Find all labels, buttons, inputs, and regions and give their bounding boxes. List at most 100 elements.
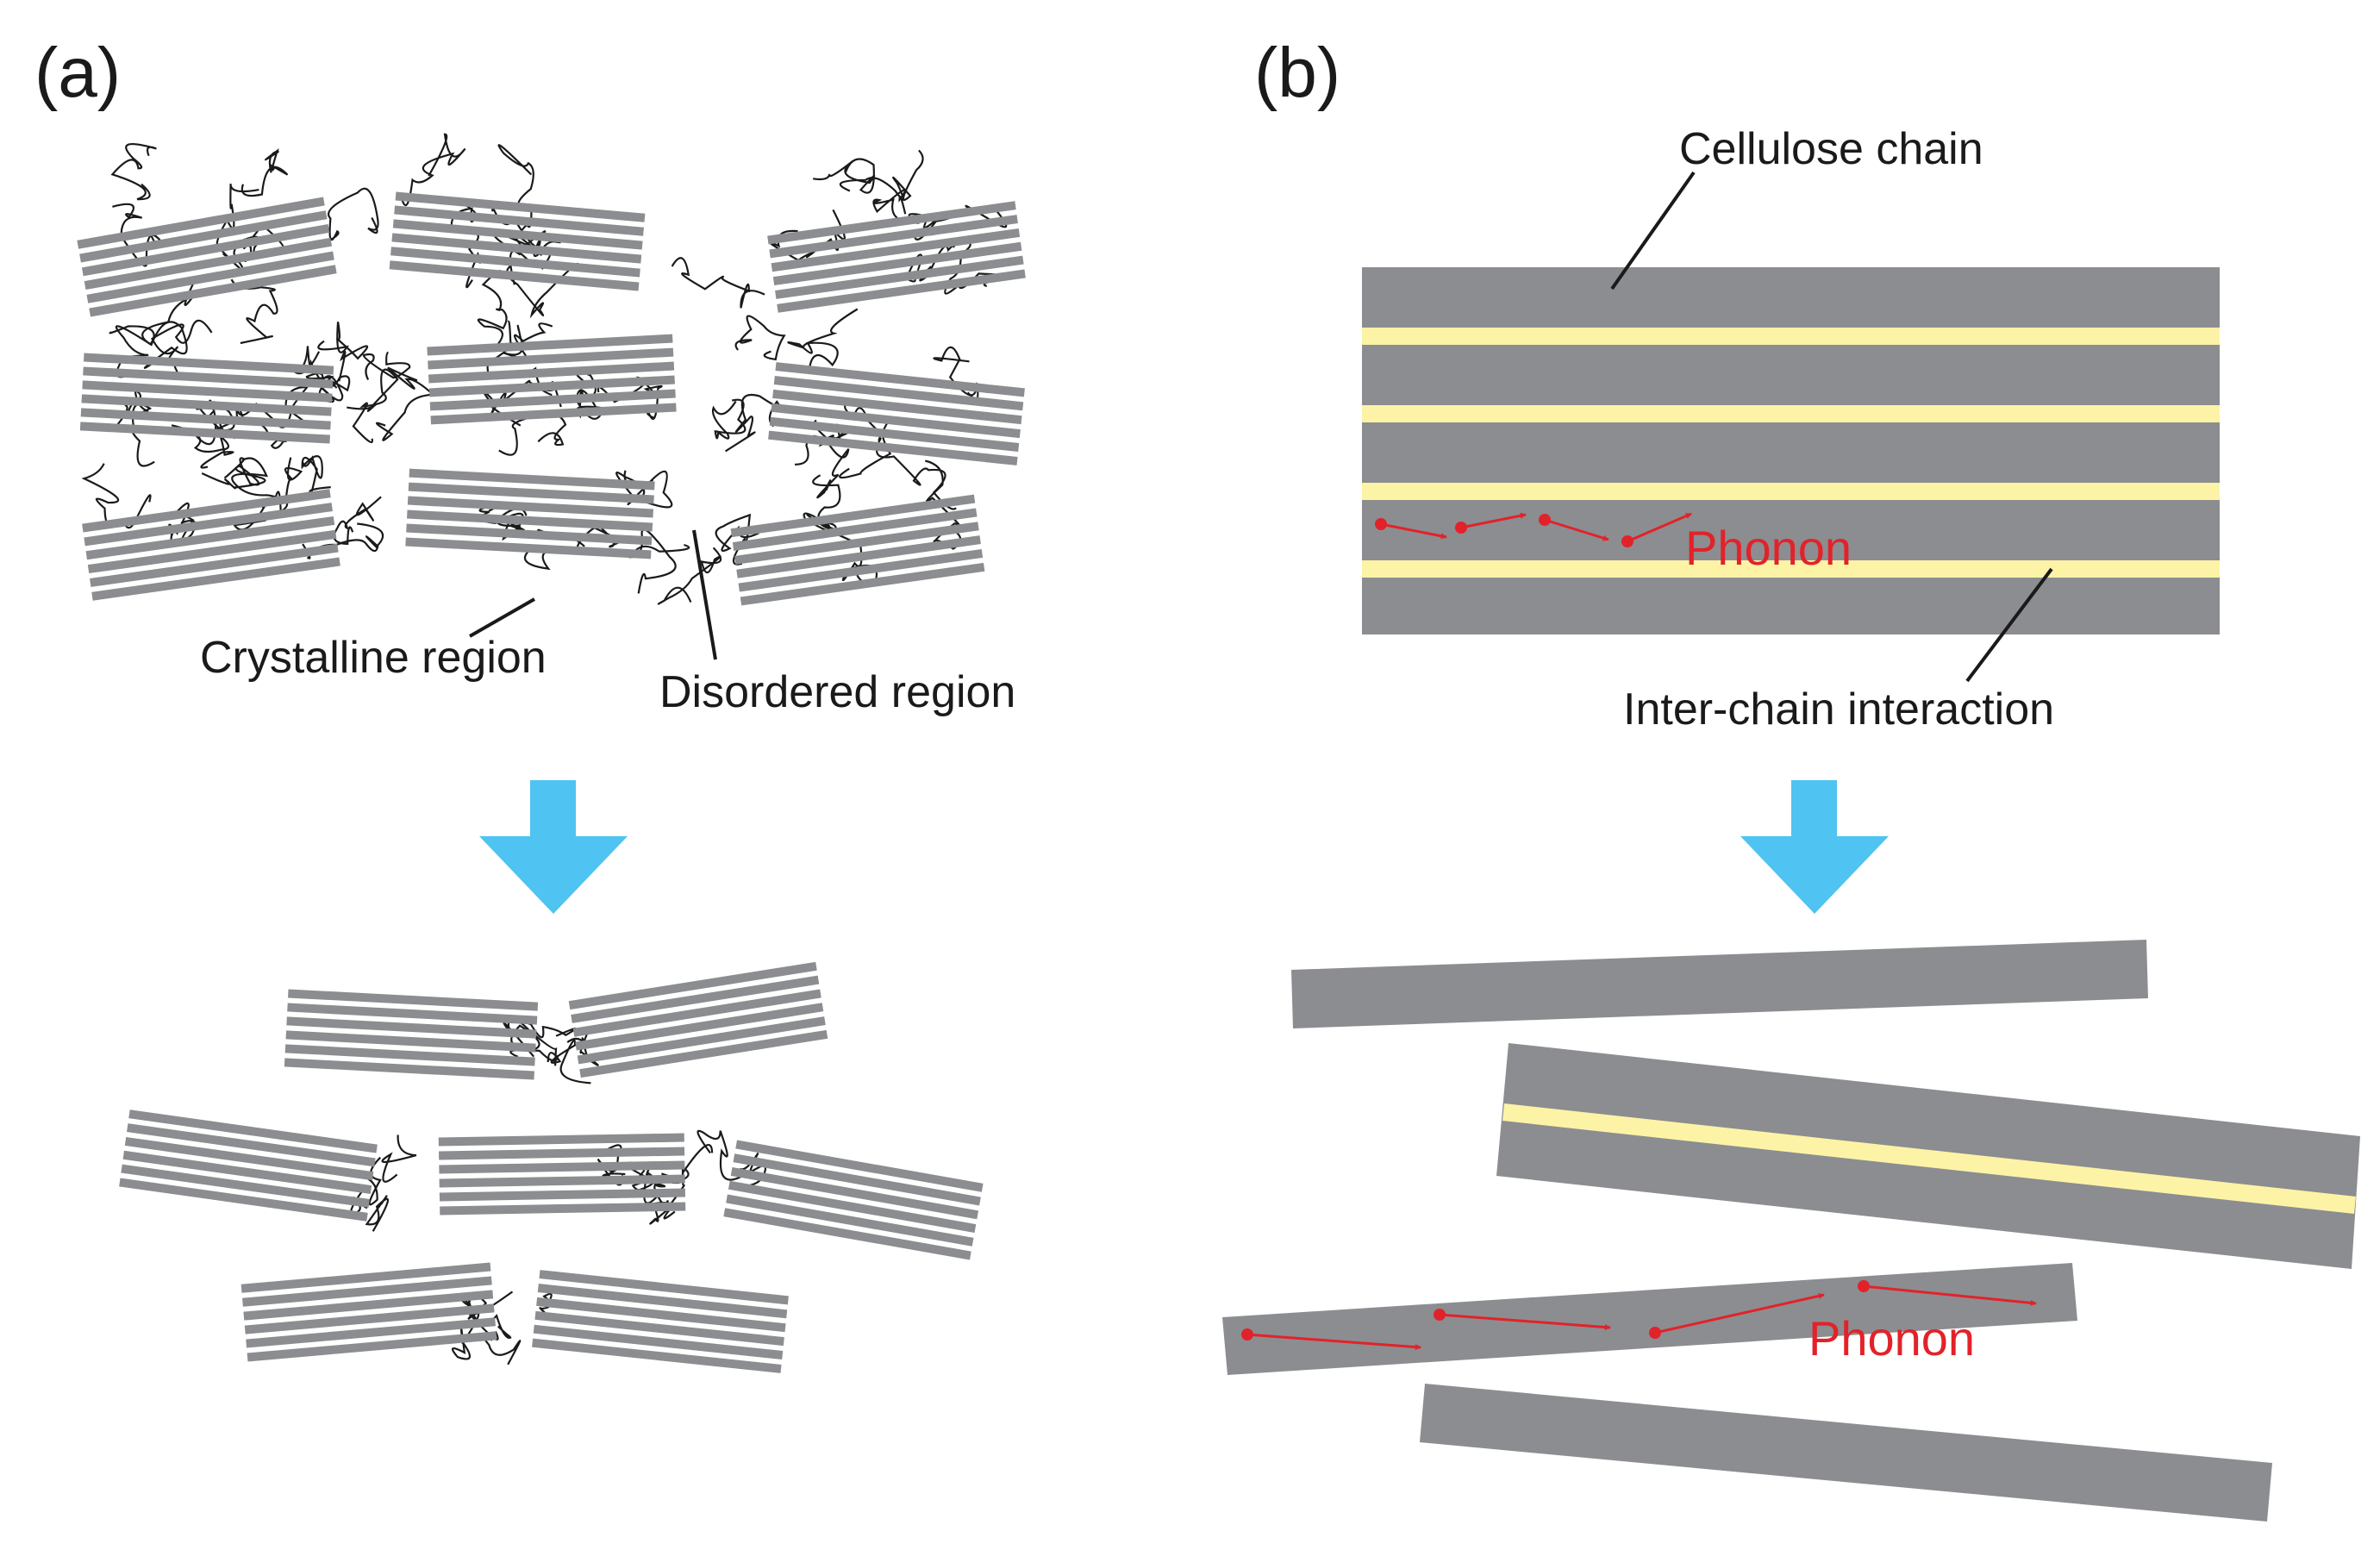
chain-line — [394, 205, 644, 236]
chain-line — [83, 366, 334, 389]
crystalline-stack — [405, 468, 655, 559]
crystalline-stack — [77, 197, 337, 317]
disordered-chain — [110, 143, 157, 201]
chain-line — [288, 989, 539, 1011]
chain-line — [439, 1160, 685, 1174]
chain-line — [772, 241, 1022, 286]
chain-line — [572, 989, 821, 1037]
chain-line — [287, 1003, 538, 1025]
chain-line — [244, 1303, 495, 1334]
chain-line — [395, 191, 646, 222]
chain-line — [85, 516, 335, 560]
disordered-chain — [498, 412, 567, 456]
crystalline-stacks — [77, 191, 1026, 606]
chain-line — [405, 537, 652, 559]
disordered-chain — [697, 1129, 742, 1181]
chain-line — [128, 1109, 378, 1153]
crystalline-stack — [730, 494, 985, 606]
chain-line — [730, 494, 976, 538]
disordered-chain — [365, 1195, 390, 1232]
chain-line — [439, 1188, 685, 1202]
chain-line — [439, 1147, 685, 1160]
disordered-chain — [201, 457, 266, 490]
crystalline-stack — [389, 191, 646, 291]
chain-line — [769, 416, 1020, 452]
chain-line — [734, 522, 979, 565]
inter-chain-interaction-line — [1362, 483, 2220, 500]
disordered-chain — [725, 394, 781, 453]
chain-line — [767, 201, 1016, 245]
crystalline-stack — [82, 489, 340, 601]
chain-line — [121, 1164, 370, 1208]
chain-line — [89, 265, 337, 317]
chain-line — [119, 1178, 368, 1222]
chain-line — [730, 1167, 979, 1220]
chain-line — [537, 1284, 788, 1319]
chain-line — [735, 1140, 984, 1192]
chain-line — [532, 1338, 782, 1373]
disordered-chain — [376, 366, 436, 441]
crystalline-stack — [284, 989, 539, 1080]
chain-line — [84, 353, 334, 375]
chain-line — [428, 361, 675, 384]
crystalline-stack — [438, 1133, 686, 1216]
disordered-chain — [839, 149, 924, 201]
chain-line — [429, 389, 676, 411]
chain-line — [771, 403, 1021, 439]
chain-line — [728, 1180, 977, 1233]
disordered-chain — [326, 187, 379, 243]
crystalline-stack — [767, 201, 1026, 313]
cellulose-chain-leader — [1610, 171, 1696, 291]
panel-b: (b) Phonon Cellulose chain Inter-chain i… — [1222, 34, 2360, 1522]
chain-line — [539, 1270, 789, 1305]
disordered-chain — [711, 398, 746, 440]
separated-fibril — [1420, 1384, 2272, 1522]
chain-line — [579, 1029, 828, 1078]
disordered-region-label: Disordered region — [659, 667, 1015, 717]
chain-line — [84, 237, 333, 290]
chain-line — [90, 543, 339, 587]
chain-line — [82, 489, 331, 533]
inter-chain-interaction-line — [1362, 560, 2220, 578]
chain-line — [575, 1003, 824, 1051]
chain-line — [79, 210, 328, 263]
disordered-chain — [362, 351, 411, 380]
crystalline-leader — [469, 597, 535, 638]
chain-line — [243, 1290, 494, 1321]
disordered-chain — [451, 1327, 472, 1360]
chain-line — [534, 1310, 784, 1347]
chain-line — [775, 255, 1024, 299]
disordered-chain — [925, 459, 962, 550]
chain-line — [286, 1016, 537, 1039]
panel-a: (a) Crystalline region Disordered region — [34, 34, 1026, 1373]
disordered-chain — [657, 547, 722, 605]
chain-line — [769, 215, 1018, 259]
chain-line — [285, 1030, 536, 1053]
chain-line — [127, 1123, 376, 1167]
disordered-chain — [399, 133, 466, 207]
chain-line — [726, 1194, 974, 1247]
chain-line — [428, 375, 675, 397]
chain-line — [768, 430, 1018, 466]
chain-line — [740, 562, 985, 606]
chain-line — [91, 557, 340, 601]
chain-line — [777, 269, 1026, 313]
disordered-chain — [477, 270, 508, 353]
chain-line — [533, 1324, 784, 1359]
chain-line — [87, 529, 337, 574]
chain-line — [723, 1208, 971, 1260]
panel-a-label: (a) — [34, 34, 121, 112]
disordered-chain — [333, 496, 382, 546]
crystalline-stacks-lower — [119, 961, 984, 1373]
chain-line — [771, 228, 1021, 272]
panel-b-label: (b) — [1254, 34, 1340, 112]
disordered-chain — [81, 463, 152, 529]
disordered-chain — [876, 422, 957, 510]
chain-line — [406, 523, 653, 546]
chain-line — [773, 376, 1024, 411]
crystalline-stack — [568, 961, 828, 1078]
disordered-chain — [301, 455, 331, 496]
chain-line — [246, 1317, 496, 1348]
disordered-chain — [734, 315, 786, 361]
crystalline-stack — [119, 1109, 378, 1222]
